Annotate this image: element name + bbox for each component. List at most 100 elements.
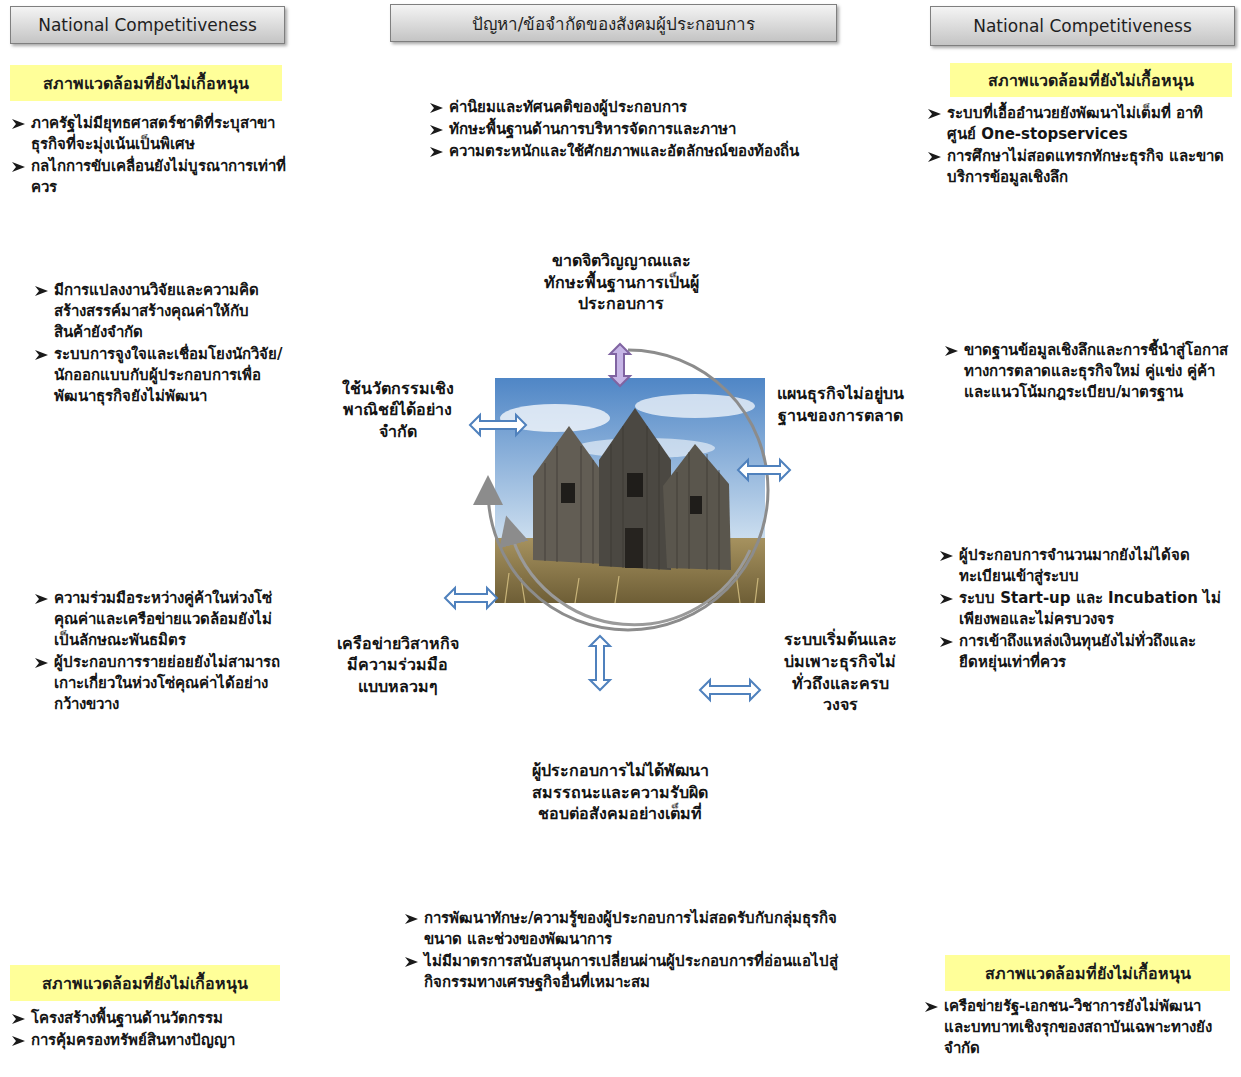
bullet-arrow-shape <box>940 551 953 561</box>
bullet-item: การพัฒนาทักษะ/ความรู้ของผู้ประกอบการไม่ส… <box>405 908 855 950</box>
bullet-list: ค่านิยมและทัศนคติของผู้ประกอบการทักษะพื้… <box>430 97 920 163</box>
bullet-arrow <box>35 593 48 605</box>
bullet-arrow-shape <box>35 594 48 604</box>
note-text: การศึกษาไม่สอดแทรกทักษะธุรกิจ และขาดบริก… <box>947 146 1233 188</box>
title-text: ปัญหา/ข้อจำกัดของสังคมผู้ประกอบการ <box>472 10 756 37</box>
inner-disc <box>430 308 814 692</box>
bullet-item: เครือข่ายรัฐ-เอกชน-วิชาการยังไม่พัฒนา แล… <box>925 996 1233 1059</box>
bullet-list: ภาครัฐไม่มียุทธศาสตร์ชาติที่ระบุสาขาธุรก… <box>12 113 297 199</box>
note-text: เครือข่ายรัฐ-เอกชน-วิชาการยังไม่พัฒนา แล… <box>944 996 1233 1059</box>
heading-text: National Competitiveness <box>973 16 1192 36</box>
bullet-item: ระบบที่เอื้ออำนวยยังพัฒนาไม่เต็มที่ อาทิ… <box>928 103 1233 145</box>
note-text: โครงสร้างพื้นฐานด้านวัตกรรม <box>31 1008 223 1029</box>
bullet-arrow <box>12 1013 25 1025</box>
hexagon-outline <box>681 301 939 509</box>
bullet-arrow-shape <box>430 125 443 135</box>
hexagon-label: เครือข่ายวิสาหกิจมีความร่วมมือแบบหลวมๆ <box>335 633 460 698</box>
note-text: การเข้าถึงแหล่งเงินทุนยังไม่ทั่วถึงและยื… <box>959 631 1230 673</box>
bullet-arrow <box>940 550 953 562</box>
bullet-arrow-shape <box>430 103 443 113</box>
problem-hexagon: ระบบเริ่มต้นและบ่มเพาะธุรกิจไม่ทั่วถึงแล… <box>680 565 940 780</box>
condition-text: สภาพแวดล้อมที่ยังไม่เกื้อหนุน <box>43 71 249 96</box>
condition-box: สภาพแวดล้อมที่ยังไม่เกื้อหนุน <box>945 955 1230 991</box>
hexagon-text-area: ระบบเริ่มต้นและบ่มเพาะธุรกิจไม่ทั่วถึงแล… <box>775 565 905 780</box>
note-text: ระบบการจูงใจและเชื่อมโยงนักวิจัย/นักออกแ… <box>54 344 285 407</box>
bullet-arrow-shape <box>925 1002 938 1012</box>
note-text: ทักษะพื้นฐานด้านการบริหารจัดการและภาษา <box>449 119 736 140</box>
bullet-item: ความร่วมมือระหว่างคู่ค้าในห่วงโซ่คุณค่าแ… <box>35 588 290 651</box>
note-text: ระบบที่เอื้ออำนวยยังพัฒนาไม่เต็มที่ อาทิ… <box>947 103 1233 145</box>
bullet-list: เครือข่ายรัฐ-เอกชน-วิชาการยังไม่พัฒนา แล… <box>925 996 1233 1060</box>
bullet-arrow <box>35 349 48 361</box>
note-text: ความร่วมมือระหว่างคู่ค้าในห่วงโซ่คุณค่าแ… <box>54 588 290 651</box>
problem-hexagon: ใช้นวัตกรรมเชิงพาณิชย์ได้อย่างจำกัด <box>290 305 505 515</box>
bullet-list: มีการแปลงงานวิจัยและความคิดสร้างสรรค์มาส… <box>35 280 285 408</box>
bullet-list: โครงสร้างพื้นฐานด้านวัตกรรมการคุ้มครองทร… <box>12 1008 302 1052</box>
bullet-arrow <box>928 108 941 120</box>
bullet-arrow-shape <box>12 1036 25 1046</box>
bullet-item: การคุ้มครองทรัพย์สินทางปัญญา <box>12 1030 302 1051</box>
bullet-arrow <box>940 636 953 648</box>
bullet-item: ความตระหนักและใช้ศักยภาพและอัตลักษณ์ของท… <box>430 141 920 162</box>
note-text: ขาดฐานข้อมูลเชิงลึกและการชี้นำสู่โอกาสทา… <box>964 340 1230 403</box>
bullet-list: ความร่วมมือระหว่างคู่ค้าในห่วงโซ่คุณค่าแ… <box>35 588 290 716</box>
condition-box: สภาพแวดล้อมที่ยังไม่เกื้อหนุน <box>10 65 282 101</box>
note-text: ระบบ Start-up และ Incubation ไม่เพียงพอแ… <box>959 588 1230 630</box>
bullet-arrow-shape <box>35 286 48 296</box>
hexagon-outline <box>481 681 759 904</box>
condition-box: สภาพแวดล้อมที่ยังไม่เกื้อหนุน <box>950 63 1232 97</box>
bullet-item: กลไกการขับเคลื่อนยังไม่บูรณาการเท่าที่คว… <box>12 156 297 198</box>
hexagon-label: แผนธุรกิจไม่อยู่บนฐานของการตลาด <box>775 383 905 426</box>
note-text: ค่านิยมและทัศนคติของผู้ประกอบการ <box>449 97 687 118</box>
bullet-arrow-shape <box>12 119 25 129</box>
bullet-arrow <box>405 956 418 968</box>
bullet-list: การพัฒนาทักษะ/ความรู้ของผู้ประกอบการไม่ส… <box>405 908 855 994</box>
bullet-arrow-shape <box>928 152 941 162</box>
hexagon-text-area: ใช้นวัตกรรมเชิงพาณิชย์ได้อย่างจำกัด <box>335 305 460 515</box>
bullet-arrow <box>928 151 941 163</box>
hexagon-shape <box>680 300 940 510</box>
note-text: กลไกการขับเคลื่อนยังไม่บูรณาการเท่าที่คว… <box>31 156 297 198</box>
bullet-arrow-shape <box>35 350 48 360</box>
bullet-item: ผู้ประกอบการจำนวนมากยังไม่ได้จดทะเบียนเข… <box>940 545 1230 587</box>
problem-hexagon: แผนธุรกิจไม่อยู่บนฐานของการตลาด <box>680 300 940 510</box>
bullet-item: ระบบ Start-up และ Incubation ไม่เพียงพอแ… <box>940 588 1230 630</box>
hexagon-outline <box>291 306 504 514</box>
note-text: มีการแปลงงานวิจัยและความคิดสร้างสรรค์มาส… <box>54 280 285 343</box>
hexagon-text-area: ขาดจิตวิญญาณและทักษะพื้นฐานการเป็นผู้ประ… <box>542 180 700 385</box>
problem-hexagon: ผู้ประกอบการไม่ได้พัฒนาสมรรถนะและความรับ… <box>480 680 760 905</box>
bullet-arrow-shape <box>405 957 418 967</box>
double-arrows <box>445 344 790 700</box>
hexagon-label: ระบบเริ่มต้นและบ่มเพาะธุรกิจไม่ทั่วถึงแล… <box>775 629 905 715</box>
note-text: ภาครัฐไม่มียุทธศาสตร์ชาติที่ระบุสาขาธุรก… <box>31 113 297 155</box>
bullet-arrow-shape <box>945 346 958 356</box>
bullet-item: ทักษะพื้นฐานด้านการบริหารจัดการและภาษา <box>430 119 920 140</box>
bullet-item: การศึกษาไม่สอดแทรกทักษะธุรกิจ และขาดบริก… <box>928 146 1233 188</box>
bullet-item: ผู้ประกอบการรายย่อยยังไม่สามารถเกาะเกี่ย… <box>35 652 290 715</box>
bullet-item: ภาครัฐไม่มียุทธศาสตร์ชาติที่ระบุสาขาธุรก… <box>12 113 297 155</box>
bullet-item: ระบบการจูงใจและเชื่อมโยงนักวิจัย/นักออกแ… <box>35 344 285 407</box>
heading-box: National Competitiveness <box>10 6 285 44</box>
bullet-arrow <box>430 146 443 158</box>
note-text: ไม่มีมาตรการสนับสนุนการเปลี่ยนผ่านผู้ประ… <box>424 951 855 993</box>
bullet-arrow-shape <box>12 1014 25 1024</box>
condition-text: สภาพแวดล้อมที่ยังไม่เกื้อหนุน <box>985 961 1191 986</box>
hexagon-outline <box>488 181 754 384</box>
bullet-list: ผู้ประกอบการจำนวนมากยังไม่ได้จดทะเบียนเข… <box>940 545 1230 674</box>
bullet-arrow <box>35 657 48 669</box>
hexagon-label: ขาดจิตวิญญาณและทักษะพื้นฐานการเป็นผู้ประ… <box>542 250 700 315</box>
bullet-item: ขาดฐานข้อมูลเชิงลึกและการชี้นำสู่โอกาสทา… <box>945 340 1230 403</box>
bullet-arrow <box>405 913 418 925</box>
bullet-arrow <box>430 124 443 136</box>
note-text: ความตระหนักและใช้ศักยภาพและอัตลักษณ์ของท… <box>449 141 799 162</box>
bullet-item: มีการแปลงงานวิจัยและความคิดสร้างสรรค์มาส… <box>35 280 285 343</box>
bullet-arrow <box>12 1035 25 1047</box>
problem-hexagon: เครือข่ายวิสาหกิจมีความร่วมมือแบบหลวมๆ <box>290 560 505 770</box>
bullet-item: ค่านิยมและทัศนคติของผู้ประกอบการ <box>430 97 920 118</box>
hexagon-label: ใช้นวัตกรรมเชิงพาณิชย์ได้อย่างจำกัด <box>335 378 460 443</box>
note-text: ผู้ประกอบการรายย่อยยังไม่สามารถเกาะเกี่ย… <box>54 652 290 715</box>
note-text: ผู้ประกอบการจำนวนมากยังไม่ได้จดทะเบียนเข… <box>959 545 1230 587</box>
bullet-arrow <box>940 593 953 605</box>
bullet-item: ไม่มีมาตรการสนับสนุนการเปลี่ยนผ่านผู้ประ… <box>405 951 855 993</box>
condition-text: สภาพแวดล้อมที่ยังไม่เกื้อหนุน <box>42 971 248 996</box>
